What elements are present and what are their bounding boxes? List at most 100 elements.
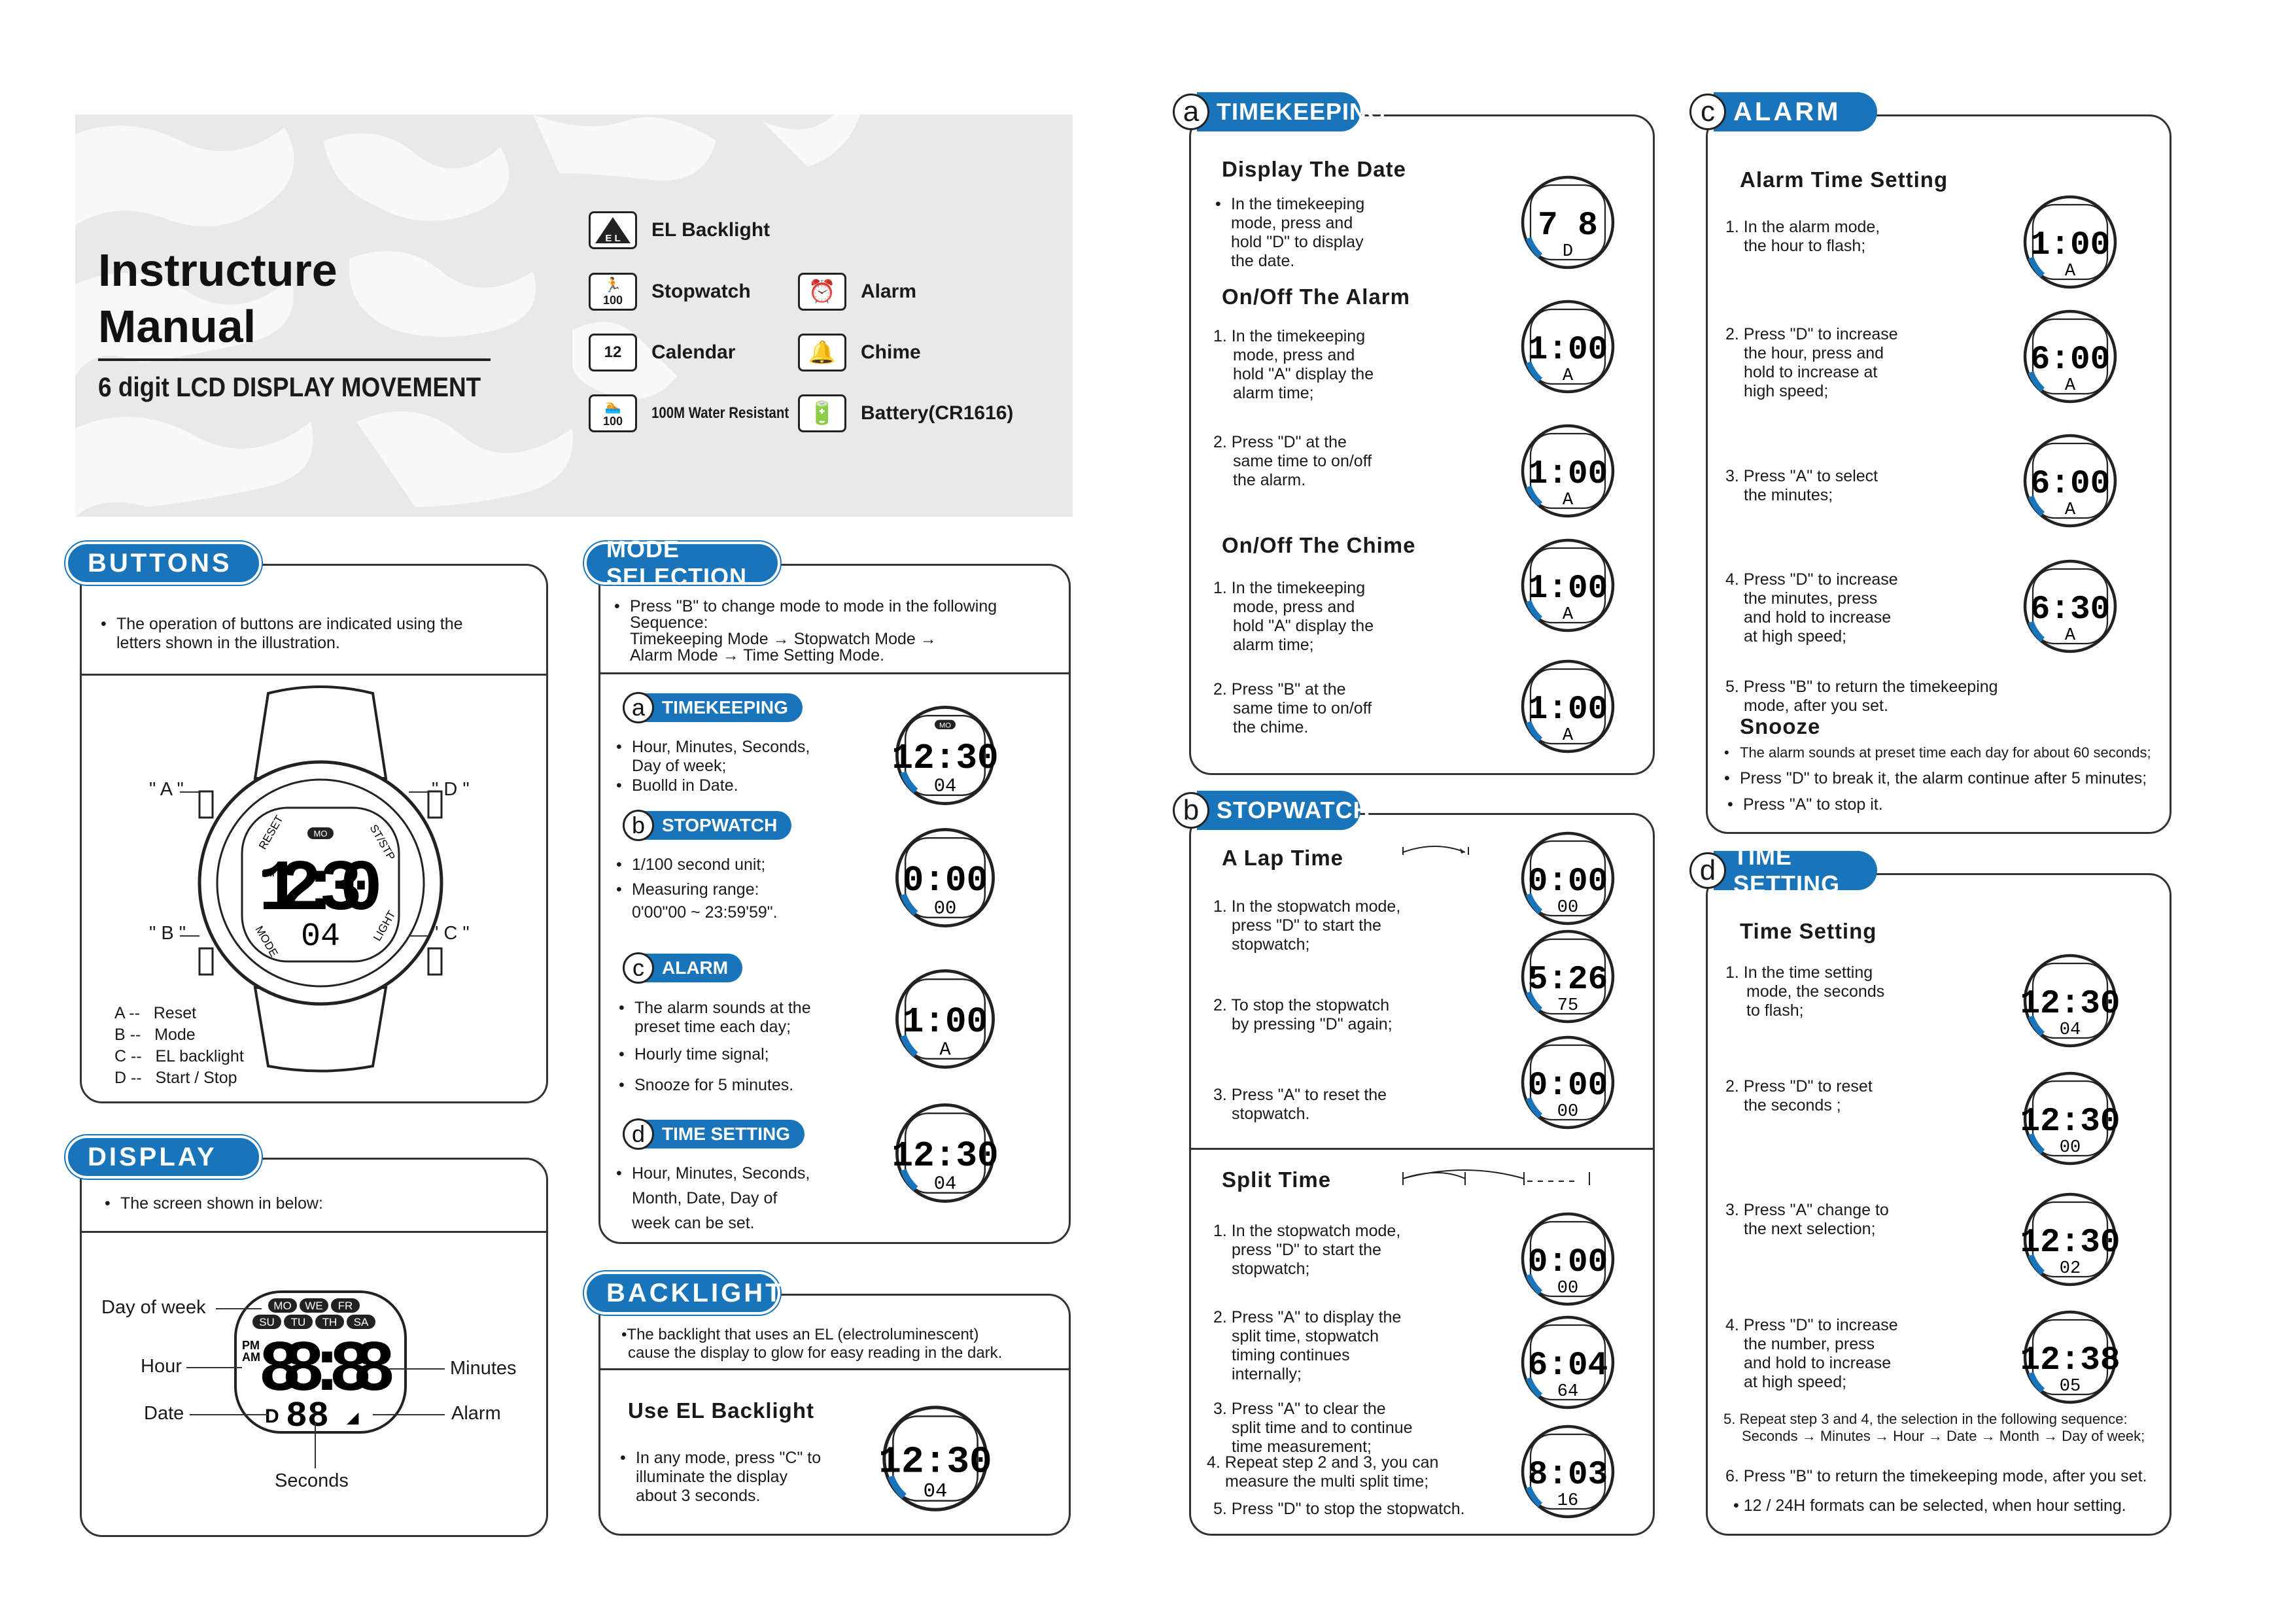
watch-sub-digits: 00	[1557, 898, 1578, 918]
watch-main-digits: 0:00	[1528, 1067, 1608, 1105]
timekeeping-letter: a	[1173, 94, 1209, 130]
alarm-clock-icon: ⏰	[798, 273, 846, 311]
svg-text:FR: FR	[338, 1300, 353, 1312]
divider	[80, 1231, 548, 1233]
watch-sub-digits: 00	[934, 897, 957, 919]
timekeeping-s2-title: On/Off The Alarm	[1222, 285, 1410, 309]
split-step-1: 1. In the stopwatch mode,press "D" to st…	[1213, 1222, 1401, 1278]
button-press-indicator	[900, 1034, 918, 1057]
svg-text:88: 88	[286, 1396, 329, 1437]
svg-text:SA: SA	[354, 1316, 369, 1328]
alarm-step-1: 1. In the alarm mode,the hour to flash;	[1725, 218, 1880, 255]
button-press-indicator	[1525, 361, 1543, 383]
watch-main-digits: 12:30	[2021, 1224, 2119, 1262]
feature-battery: 🔋 Battery(CR1616)	[798, 394, 1013, 432]
backlight-intro: •The backlight that uses an EL (electrol…	[621, 1326, 1003, 1362]
watch-face-mode-c: 1:00A	[895, 969, 995, 1069]
alarm-header: ALARM	[1714, 92, 1877, 131]
watch-main-digits: 6:00	[2030, 341, 2110, 379]
watch-sub-digits: D	[1563, 242, 1573, 262]
watch-sub-digits: 05	[2060, 1377, 2081, 1396]
divider	[80, 674, 548, 676]
button-press-indicator	[1525, 1486, 1543, 1508]
watch-main-digits: 0:00	[1528, 863, 1608, 901]
divider	[598, 672, 1071, 674]
stopwatch-icon: 🏃100	[589, 273, 637, 311]
svg-text:PM: PM	[242, 1339, 260, 1352]
feature-alarm: ⏰ Alarm	[798, 273, 916, 311]
ts-step-7: • 12 / 24H formats can be selected, when…	[1733, 1496, 2126, 1515]
watch-face-al1: 1:00A	[2023, 195, 2117, 289]
lap-step-1: 1. In the stopwatch mode,press "D" to st…	[1213, 897, 1401, 954]
alarm-title: Alarm Time Setting	[1740, 167, 1948, 192]
button-press-indicator	[1525, 237, 1543, 258]
watch-face-tk-chime1: 1:00A	[1521, 538, 1615, 632]
watch-sub-digits: A	[1563, 491, 1574, 510]
button-press-indicator	[1525, 991, 1543, 1012]
el-backlight-icon: E L	[589, 211, 637, 249]
split-step-5: 5. Press "D" to stop the stopwatch.	[1213, 1500, 1465, 1518]
watch-sub-digits: 00	[2060, 1138, 2081, 1158]
svg-text:MO: MO	[314, 829, 328, 838]
time-setting-header: TIME SETTING	[1714, 843, 1877, 897]
button-press-indicator	[1525, 1377, 1543, 1398]
button-press-indicator	[900, 893, 918, 916]
watch-main-digits: 12:30	[2021, 986, 2119, 1023]
mode-b-desc-2: Measuring range:0'00"00 ~ 23:59'59".	[616, 880, 778, 922]
feature-el-backlight: E L EL Backlight	[589, 211, 770, 249]
feature-label: 100M Water Resistant	[651, 404, 789, 422]
button-press-indicator	[2028, 621, 2045, 642]
button-a-label: " A "	[149, 779, 184, 800]
watch-sub-digits: A	[1563, 726, 1574, 746]
button-press-indicator	[2028, 495, 2045, 517]
split-arrow-icon	[1402, 1169, 1590, 1185]
svg-text:SU: SU	[259, 1316, 275, 1328]
watch-face-tk-alarm2: 1:00A	[1521, 424, 1615, 518]
watch-main-digits: 1:00	[1528, 332, 1608, 369]
display-header: DISPLAY	[65, 1135, 262, 1179]
feature-label: EL Backlight	[651, 219, 770, 241]
watch-face-al3: 6:00A	[2023, 434, 2117, 528]
watch-main-digits: 0:00	[903, 861, 988, 901]
watch-illustration: RESET ST/STP MODE LIGHT 12:30 04 PM MO	[198, 685, 443, 1073]
button-press-indicator	[2028, 1372, 2045, 1393]
time-setting-letter: d	[1689, 852, 1726, 889]
button-c-label: " C "	[432, 923, 470, 944]
snooze-title: Snooze	[1740, 714, 1821, 738]
watch-main-digits: 0:00	[1528, 1244, 1608, 1281]
svg-text:04: 04	[301, 918, 340, 956]
lap-time-title: A Lap Time	[1222, 846, 1344, 870]
svg-text:E L: E L	[605, 233, 620, 244]
lcd-diagram: MO WE FR SU TU TH SA PM AM 88:88 D 88 ◢	[234, 1290, 407, 1437]
mode-c-desc-2: Hourly time signal;	[619, 1045, 769, 1064]
manual-title: Instructure Manual	[98, 242, 337, 354]
feature-label: Battery(CR1616)	[861, 402, 1014, 424]
feature-calendar: 12 Calendar	[589, 334, 735, 371]
mode-d-desc: Hour, Minutes, Seconds,Month, Date, Day …	[616, 1161, 810, 1235]
title-rule	[98, 358, 491, 361]
label-minutes: Minutes	[450, 1358, 517, 1379]
lap-arrow-icon	[1402, 846, 1469, 855]
feature-label: Alarm	[861, 281, 917, 302]
watch-sub-digits: A	[2065, 626, 2076, 646]
alarm-letter: c	[1689, 94, 1726, 130]
watch-sub-digits: 04	[934, 775, 957, 797]
chime-bell-icon: 🔔	[798, 334, 846, 371]
button-press-indicator	[1525, 893, 1543, 914]
